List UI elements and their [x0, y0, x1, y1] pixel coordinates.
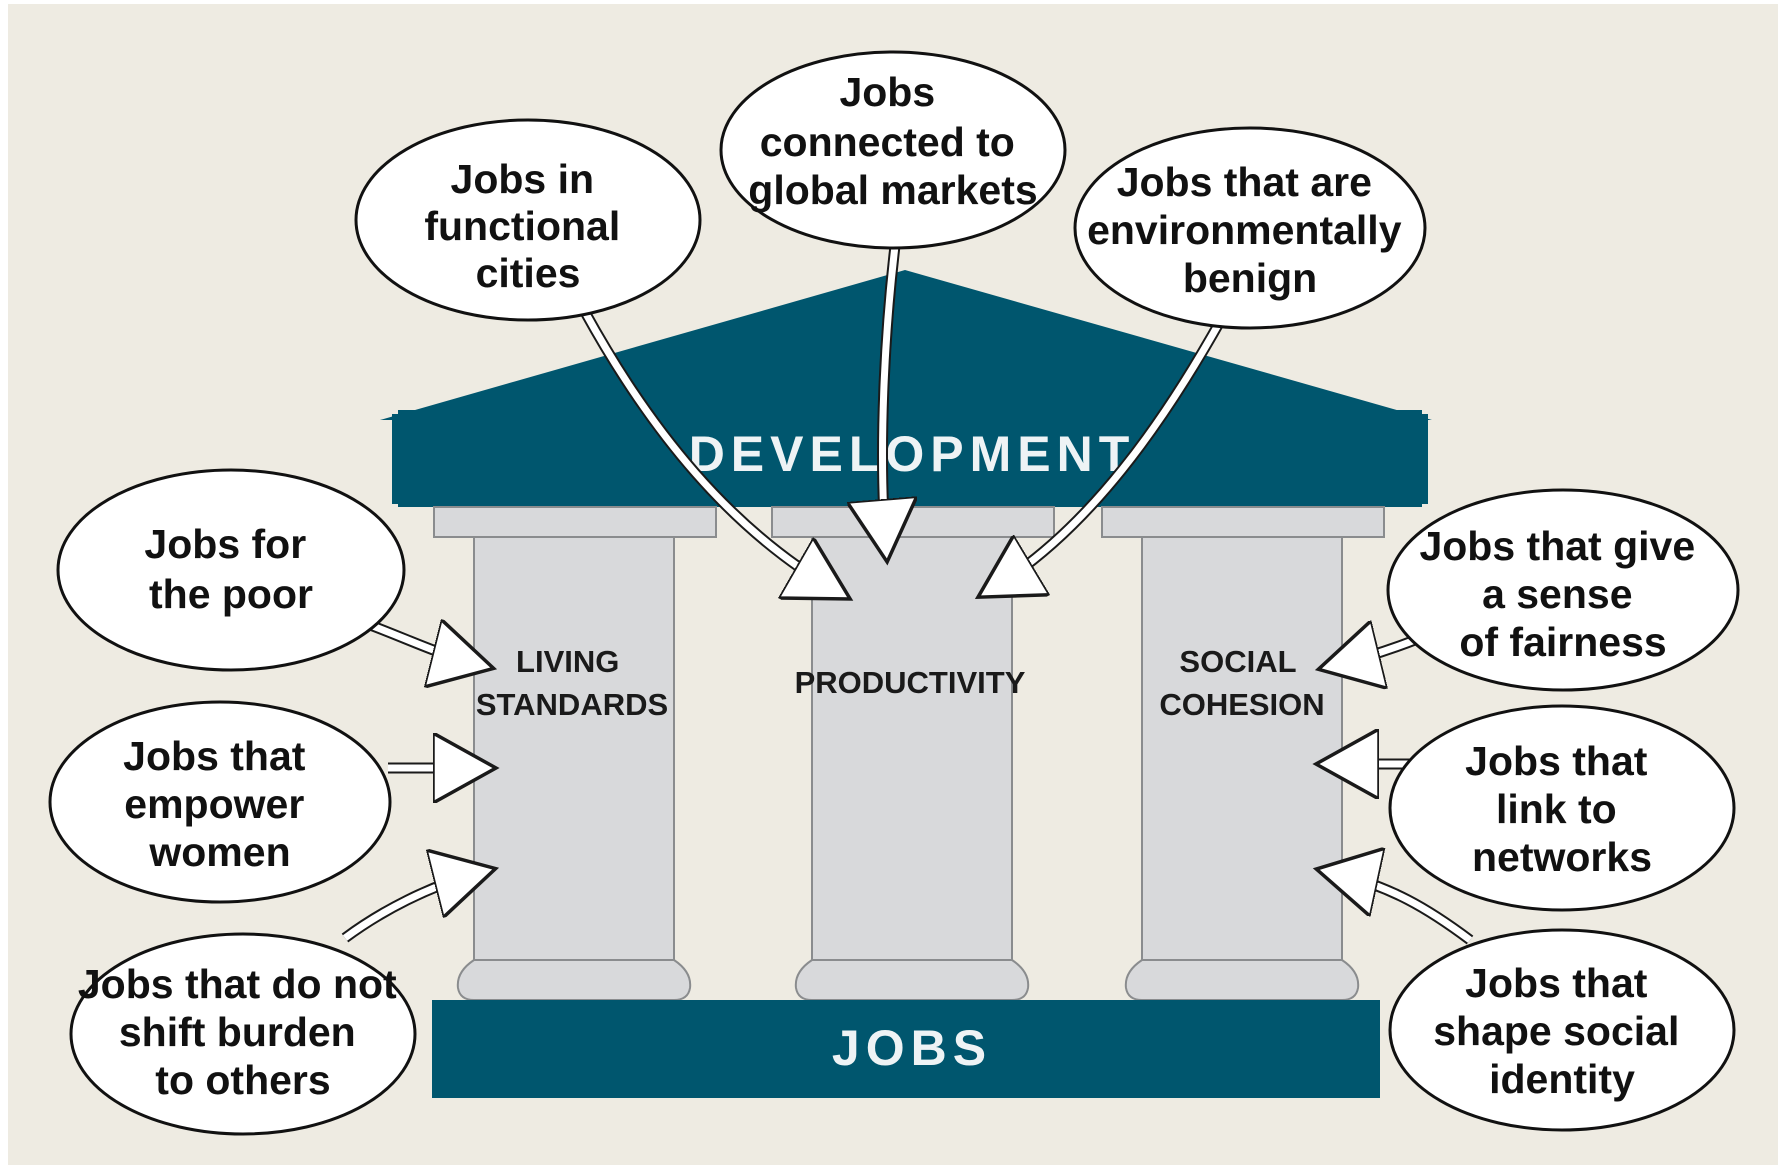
roof-banner	[392, 410, 1428, 507]
arrows	[341, 245, 1474, 945]
bubble-shape-social-identity: Jobs that shape social identity	[1388, 928, 1736, 1132]
svg-text:Jobs that are environm: Jobs that are environmentally benign	[1087, 159, 1413, 301]
svg-text:Jobs that link to: Jobs that link to networks	[1465, 738, 1659, 880]
pillar-label-living-standards: LIVING STANDARDS	[476, 644, 668, 722]
pillar-label-social-cohesion: SOCIAL COHESION	[1159, 644, 1324, 722]
bubble-link-to-networks: Jobs that link to networks	[1388, 704, 1736, 912]
bubble-sense-of-fairness: Jobs that give a sense of fairness	[1386, 488, 1740, 692]
roof-label: DEVELOPMENT	[689, 426, 1136, 482]
svg-text:Jobs connected to: Jobs connected to global markets	[748, 69, 1037, 213]
svg-text:Jobs that shape social: Jobs that shape social identity	[1433, 960, 1691, 1102]
svg-text:Jobs for the poor: Jobs for the poor	[144, 521, 317, 617]
bubble-jobs-for-the-poor: Jobs for the poor	[56, 468, 406, 672]
bubble-shift-burden: Jobs that do not shift burden to others	[69, 932, 417, 1136]
bubble-empower-women: Jobs that empower women	[48, 700, 392, 904]
bubble-functional-cities: Jobs in functional cities	[354, 118, 702, 322]
bubble-global-markets: Jobs connected to global markets	[719, 50, 1067, 250]
base-label: JOBS	[832, 1020, 992, 1076]
svg-text:Jobs in functional: Jobs in functional cities	[424, 156, 631, 296]
svg-text:Jobs that do not shift: Jobs that do not shift burden to others	[78, 961, 408, 1103]
bubble-environmentally-benign: Jobs that are environmentally benign	[1073, 126, 1427, 330]
roof-pediment	[380, 270, 1432, 420]
pillar-productivity	[771, 506, 1055, 1001]
base-banner	[432, 1000, 1380, 1098]
svg-text:Jobs that give a sense: Jobs that give a sense of fairness	[1419, 523, 1706, 665]
pillar-social-cohesion	[1101, 506, 1385, 1001]
pillar-label-productivity: PRODUCTIVITY	[795, 665, 1026, 700]
pillar-living-standards	[433, 506, 717, 1001]
svg-text:Jobs that empower: Jobs that empower women	[123, 733, 317, 875]
